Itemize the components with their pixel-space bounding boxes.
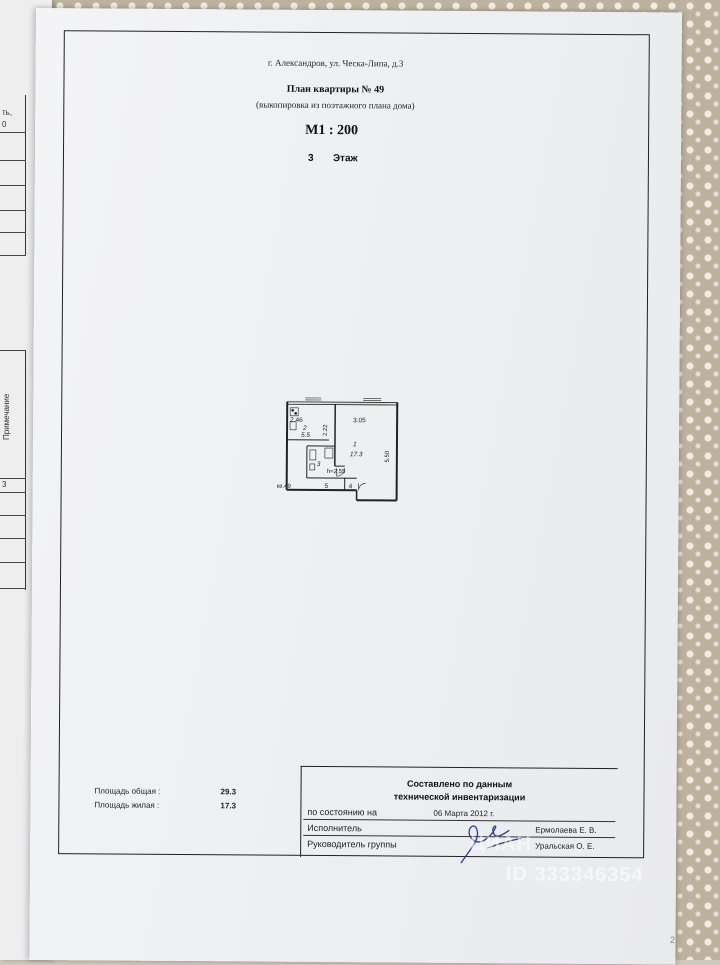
executor-name: Ермолаева Е. В. — [535, 826, 596, 835]
ceiling-height-label: h=2.55 — [327, 469, 346, 475]
room2-depth-label: 2.22 — [323, 424, 329, 436]
room1-depth-label: 5.50 — [385, 450, 391, 462]
watermark-brand: ЦИАН — [470, 833, 532, 856]
floor-plan-document: г. Александров, ул. Ческа-Липа, д.3 План… — [29, 8, 682, 964]
room3-number-label: 3 — [317, 461, 321, 468]
total-area-value: 29.3 — [221, 787, 237, 796]
walls — [287, 402, 398, 501]
left-row-number: 3 — [2, 480, 6, 489]
stamp-title-line: технической инвентаризации — [301, 790, 617, 805]
left-table-line — [0, 492, 26, 493]
left-table-line — [0, 538, 26, 539]
room1-number-label: 1 — [353, 441, 357, 448]
inventory-stamp-block: Составлено по данным технической инвента… — [300, 766, 618, 859]
left-table-line — [0, 185, 26, 186]
left-table-line — [0, 232, 26, 233]
left-fragment-text: ть, — [2, 108, 12, 117]
floor-label: Этаж — [333, 153, 358, 164]
watermark-id: ID 333346354 — [506, 863, 644, 887]
room1-area-label: 17.3 — [350, 451, 363, 458]
left-table-line — [0, 132, 26, 133]
room2-number-label: 2 — [302, 425, 307, 432]
living-area-label: Площадь жилая : — [94, 800, 159, 809]
total-area-label: Площадь общая : — [95, 786, 161, 795]
group-head-label: Руководитель группы — [307, 839, 396, 850]
room2-area-label: 5.5 — [301, 432, 310, 439]
apartment-floor-plan: 2.46 2 5.5 2.22 3.05 1 17.3 5.50 3 h=2.5… — [276, 388, 407, 519]
state-date-label: по состоянию на — [307, 807, 377, 817]
floor-number: 3 — [308, 153, 314, 164]
left-table-line — [0, 562, 26, 563]
left-table-line — [0, 515, 26, 516]
state-date-value: 06 Марта 2012 г. — [433, 809, 494, 818]
room4-number-label: 4 — [349, 483, 353, 490]
left-table-line — [0, 350, 26, 351]
scale-label: М1 : 200 — [305, 123, 358, 139]
room5-number-label: 5 — [325, 483, 329, 490]
left-table-line — [0, 160, 26, 161]
bathroom-fixtures-icon — [310, 448, 333, 470]
room2-width-label: 2.46 — [290, 417, 303, 424]
page-mark: 2 — [670, 935, 675, 945]
group-head-name: Уральская О. Е. — [535, 842, 594, 851]
left-table-line — [0, 588, 26, 589]
executor-label: Исполнитель — [307, 823, 362, 833]
living-area-value: 17.3 — [220, 801, 236, 810]
apartment-number-label: кв.49 — [277, 484, 292, 490]
left-table-border — [25, 95, 26, 255]
left-table-line — [0, 478, 26, 479]
stamp-title: Составлено по данным технической инвента… — [301, 777, 617, 805]
left-column-header: Примечание — [2, 394, 11, 440]
room1-width-label: 3.05 — [353, 417, 366, 424]
left-table-border — [25, 350, 26, 590]
left-table-line — [0, 210, 26, 211]
window-icon — [305, 398, 381, 401]
left-fragment-text: 0 — [2, 120, 6, 129]
left-table-line — [0, 255, 26, 256]
